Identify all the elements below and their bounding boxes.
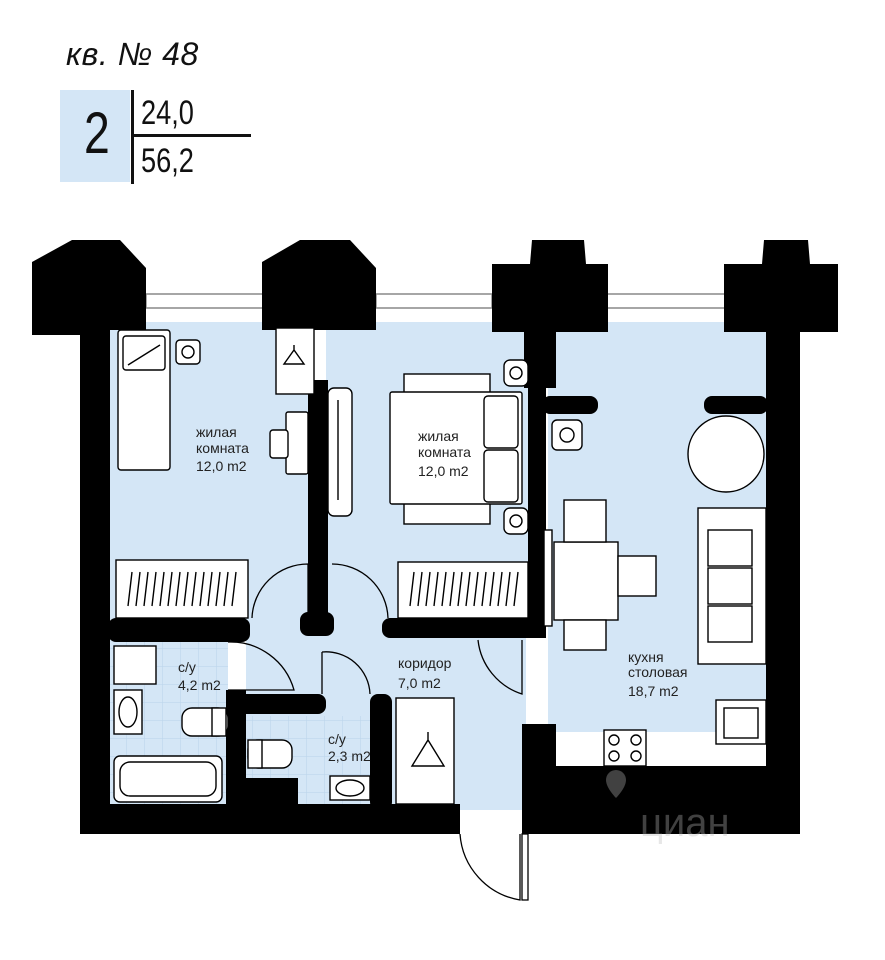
doors [227,563,529,901]
label-bath1: с/у [178,659,196,675]
wall-left [80,322,110,832]
stove [603,729,647,767]
total-area-value: 56,2 [141,142,194,180]
watermark-text: циан [640,801,730,845]
pillow-room2-bottom [483,449,519,503]
shelf-bath1 [113,645,157,685]
radiator-room1 [115,559,249,619]
label-kitchen-area: 18,7 m2 [628,683,679,699]
desk-room1 [285,411,309,475]
wall-living-partition-cap [300,612,334,636]
pillar-top-left [32,240,146,335]
label-room1-area: 12,0 m2 [196,458,247,474]
wardrobe-room1 [275,327,315,395]
socket-room2-top [503,359,529,387]
chair-room1 [269,429,289,459]
dining-chair-right [617,555,657,597]
label-room2-area: 12,0 m2 [418,463,469,479]
dining-chair-bottom [563,619,607,651]
door-kitchen [477,639,523,695]
round-table-kitchen [687,415,765,493]
wardrobe-corridor [395,697,455,805]
rooms-count-box [60,90,130,182]
door-room2 [331,563,389,619]
wall-room2-bottom [382,618,546,638]
door-bath2 [321,651,371,695]
socket-room1 [175,339,201,365]
blanket-fold-room1 [127,344,161,366]
socket-kitchen [551,419,583,451]
label-bath2-area: 2,3 m2 [328,748,371,764]
label-corridor: коридор [398,655,452,671]
door-entrance-leaf [521,833,529,901]
location-pin-icon [606,770,626,798]
dining-chair-top [563,499,607,543]
socket-room2-bottom [503,507,529,535]
window-1 [145,293,265,309]
wall-bath1-right [226,690,246,810]
wall-living-partition [308,380,328,630]
pillow-room2-top [483,395,519,449]
wall-bottom-left [80,804,460,834]
area-divider-horizontal [131,134,251,137]
wardrobe-room2 [327,387,353,517]
label-kitchen-line2: столовая [628,664,688,680]
label-room1-line2: комната [196,440,249,456]
wall-kitchen-right-stub [704,396,768,414]
window-2 [375,293,493,309]
area-divider-vertical [131,90,134,184]
label-room1-line1: жилая [196,424,237,440]
wall-kitchen-partition [528,388,546,638]
label-bath1-area: 4,2 m2 [178,677,221,693]
dining-chair-left [543,529,553,627]
room-labels: жилая комната 12,0 m2 жилая комната 12,0… [178,424,688,764]
door-room1 [251,563,309,619]
label-room2-line2: комната [418,444,471,460]
pillar-top-mid-2 [492,240,608,388]
wall-kitchen-stub [542,396,598,414]
apartment-title: кв. № 48 [66,36,199,72]
label-room2-line1: жилая [418,428,459,444]
pillar-top-mid-1 [262,240,376,330]
furniture [113,327,767,805]
label-corridor-area: 7,0 m2 [398,675,441,691]
door-bath1 [227,641,295,691]
wall-kitchen-bottom-strip [542,766,768,806]
window-3 [605,293,727,309]
dining-table [553,541,619,621]
walls [32,240,838,834]
label-kitchen-line1: кухня [628,649,664,665]
label-bath2: с/у [328,731,346,747]
wall-bottom-right [522,804,800,834]
wall-bath2-right [370,694,392,810]
watermark: циан [606,770,730,845]
wall-bath2-left-lower [244,778,298,806]
pillar-top-right [724,240,838,332]
windows [145,293,727,309]
wall-bath2-top [226,694,326,714]
door-entrance [459,833,521,901]
living-area-value: 24,0 [141,94,194,132]
rooms-count: 2 [84,101,110,166]
wall-right [766,322,800,834]
wall-bath1-top [108,618,250,642]
